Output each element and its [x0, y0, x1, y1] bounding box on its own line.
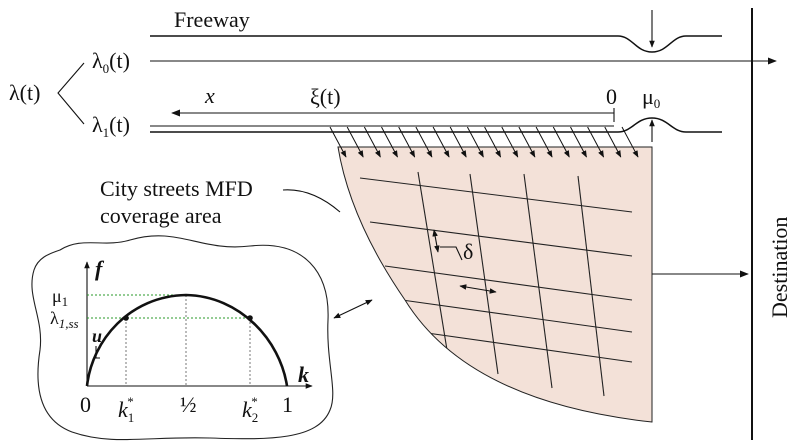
mfd-leader	[282, 189, 341, 213]
inset-mu1-label: μ1	[52, 286, 68, 309]
street-grid	[359, 171, 633, 397]
mu0-label: μ0	[642, 84, 660, 111]
off-ramp-arrow	[432, 126, 450, 158]
u-slope-marker	[95, 346, 100, 359]
off-ramp-arrow	[329, 126, 347, 158]
off-ramp-arrow	[346, 126, 364, 158]
off-ramp-arrow	[415, 126, 433, 158]
off-ramp-arrow	[552, 126, 570, 158]
k2-point	[247, 315, 253, 321]
inset-tick-1: 1	[282, 392, 293, 417]
off-ramp-arrow	[381, 126, 398, 158]
freeway-top-edge	[150, 35, 722, 53]
lambda1-label: λ1(t)	[92, 112, 130, 140]
xi-t-label: ξ(t)	[310, 84, 341, 109]
inset-lambda-ss-label: λ1,ss	[50, 308, 79, 331]
off-ramp-arrow	[449, 126, 467, 158]
city-coverage-area	[337, 146, 653, 423]
mfd-label-line1: City streets MFD	[100, 176, 253, 201]
inset-tick-half: ½	[180, 392, 197, 417]
off-ramp-arrow	[466, 126, 484, 158]
mfd-label-line2: coverage area	[100, 203, 222, 228]
x-axis-label: x	[204, 83, 215, 108]
lambda-t-label: λ(t)	[9, 80, 40, 105]
inset-tick-0: 0	[80, 392, 91, 417]
delta-arrow-horizontal	[459, 284, 497, 294]
inset-u-label: u	[92, 326, 102, 346]
k1-point	[123, 315, 129, 321]
freeway-label: Freeway	[174, 7, 250, 32]
inset-tick-k2: k2*	[242, 394, 258, 425]
destination-label: Destination	[767, 217, 792, 318]
off-ramp-arrow	[570, 126, 587, 158]
lambda0-label: λ0(t)	[92, 48, 130, 76]
inset-k-axis-label: k	[298, 362, 309, 387]
freeway-bottom-edge	[150, 117, 722, 133]
mfd-curve	[85, 293, 289, 387]
off-ramp-arrow	[587, 126, 605, 158]
off-ramp-arrows	[329, 126, 639, 158]
off-ramp-arrow	[535, 126, 553, 158]
zero-label: 0	[606, 84, 617, 109]
split-bracket	[57, 62, 85, 125]
off-ramp-arrow	[398, 126, 416, 158]
off-ramp-arrow	[501, 126, 519, 158]
inset-f-axis-label: f	[95, 256, 105, 281]
off-ramp-arrow	[518, 126, 536, 158]
off-ramp-arrow	[484, 126, 502, 158]
off-ramp-arrow	[621, 126, 639, 158]
inset-bubble	[31, 235, 334, 441]
delta-arrow-vertical	[432, 229, 440, 253]
delta-leader	[440, 246, 463, 261]
inset-link-arrow	[333, 299, 373, 319]
off-ramp-arrow	[604, 126, 622, 158]
inset-tick-k1: k1*	[118, 394, 134, 425]
off-ramp-arrow	[363, 126, 381, 158]
delta-label: δ	[463, 239, 473, 264]
